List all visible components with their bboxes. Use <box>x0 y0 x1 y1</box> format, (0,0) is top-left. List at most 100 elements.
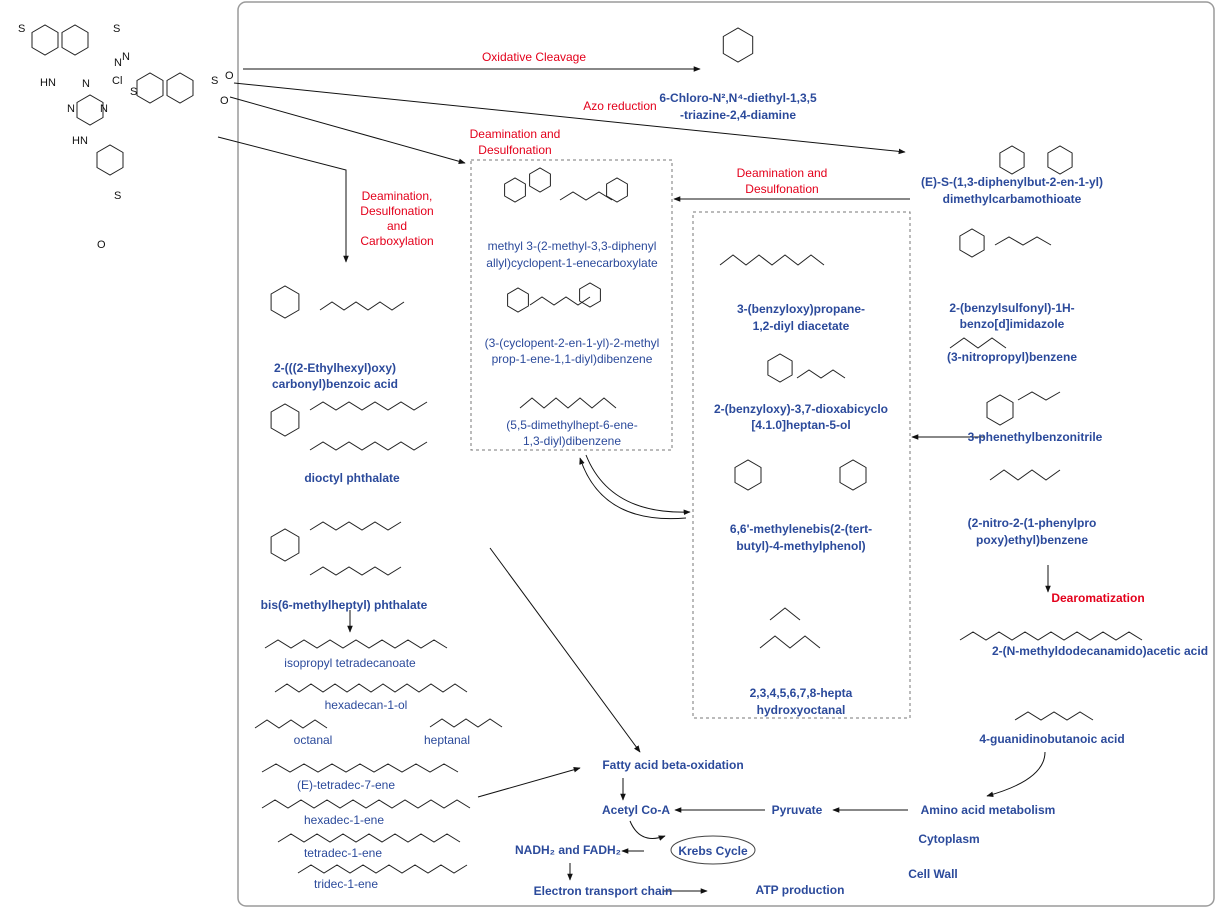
box2-compound-3a: 6,6'-methylenebis(2-(tert- <box>730 522 872 536</box>
arrow-acetyl-to-krebs <box>629 820 666 841</box>
product-tetradec-1-ene: tetradec-1-ene <box>304 846 382 860</box>
chemical-structures <box>31 24 1143 874</box>
label-deam-desulf-1a: Deamination and <box>470 127 561 141</box>
product-heptanal: heptanal <box>424 733 470 747</box>
ring-bond <box>270 528 300 562</box>
compound-dodecanamido: 2-(N-methyldodecanamido)acetic acid <box>992 644 1208 658</box>
chain-bond <box>519 397 617 409</box>
ring-bond <box>579 282 601 308</box>
compound-ethylhexyl-1: 2-(((2-Ethylhexyl)oxy) <box>274 361 396 375</box>
label-carbox-d: Carboxylation <box>360 234 433 248</box>
pathway-pyruvate: Pyruvate <box>772 803 823 817</box>
box2-compound-4b: hydroxyoctanal <box>757 703 846 717</box>
arrow-azo-reduction <box>233 82 906 155</box>
box2-compound-3b: butyl)-4-methylphenol) <box>736 539 865 553</box>
label-azo-reduction: Azo reduction <box>583 99 656 113</box>
equilibrium-arrow-bottom <box>579 457 687 520</box>
label-oxidative-cleavage: Oxidative Cleavage <box>482 50 586 64</box>
compound-ethylhexyl-2: carbonyl)benzoic acid <box>272 377 398 391</box>
product-hexadec-1-ene: hexadec-1-ene <box>304 813 384 827</box>
pathway-frame <box>237 1 1215 907</box>
box2-compound-1a: 3-(benzyloxy)propane- <box>737 302 865 316</box>
box2-compound-2b: [4.1.0]heptan-5-ol <box>751 418 850 432</box>
box-intermediates-1 <box>470 159 673 451</box>
atom: S <box>211 75 218 87</box>
arrow-to-fatty-acid-1 <box>489 547 641 753</box>
chain-bond <box>277 833 461 843</box>
ring-bond <box>767 353 793 383</box>
ring-bond <box>529 167 551 193</box>
chain-bond <box>949 337 1007 349</box>
compound-benzimidazole-1: 2-(benzylsulfonyl)-1H- <box>949 301 1074 315</box>
ring-bond <box>76 94 104 126</box>
chain-bond <box>261 799 471 809</box>
chain-bond <box>429 718 503 728</box>
atom: O <box>220 95 229 107</box>
chain-bond <box>1017 391 1061 401</box>
compound-carbamothioate-2: dimethylcarbamothioate <box>943 192 1082 206</box>
atom: S <box>18 23 25 35</box>
atom: HN <box>40 77 56 89</box>
compound-dioctyl: dioctyl phthalate <box>304 471 400 485</box>
chain-bond <box>319 301 405 311</box>
compound-nitropropyl: (3-nitropropyl)benzene <box>947 350 1077 364</box>
compound-carbamothioate-1: (E)-S-(1,3-diphenylbut-2-en-1-yl) <box>921 175 1103 189</box>
pathway-nadh-fadh: NADH₂ and FADH₂ <box>515 843 621 857</box>
pathway-atp: ATP production <box>756 883 845 897</box>
arrow-to-fatty-acid-2 <box>477 767 581 798</box>
atom: N <box>122 51 130 63</box>
compound-bis-methylheptyl: bis(6-methylheptyl) phthalate <box>261 598 428 612</box>
label-deam-desulf-2a: Deamination and <box>737 166 828 180</box>
chain-bond <box>254 719 328 729</box>
pathway-krebs: Krebs Cycle <box>678 844 748 858</box>
ring-bond <box>166 72 194 104</box>
label-dearomatization: Dearomatization <box>1051 591 1144 605</box>
chain-bond <box>989 469 1061 481</box>
atom: O <box>97 239 106 251</box>
box1-compound-1a: methyl 3-(2-methyl-3,3-diphenyl <box>488 239 657 253</box>
atom: N <box>82 78 90 90</box>
ring-bond <box>839 459 867 491</box>
label-carbox-c: and <box>387 219 407 233</box>
chain-bond <box>769 607 801 621</box>
ring-bond <box>722 27 754 63</box>
chain-bond <box>759 635 821 649</box>
product-tridec-1-ene: tridec-1-ene <box>314 877 378 891</box>
chain-bond <box>261 763 459 773</box>
box-intermediates-2 <box>692 211 911 719</box>
ring-bond <box>136 72 164 104</box>
atom: Cl <box>112 75 122 87</box>
box1-compound-1b: allyl)cyclopent-1-enecarboxylate <box>486 256 658 270</box>
product-isopropyl-tetradecanoate: isopropyl tetradecanoate <box>284 656 416 670</box>
compound-benzimidazole-2: benzo[d]imidazole <box>960 317 1065 331</box>
ring-bond <box>959 228 985 258</box>
atom: HN <box>72 135 88 147</box>
chain-bond <box>719 254 825 266</box>
box2-compound-2a: 2-(benzyloxy)-3,7-dioxabicyclo <box>714 402 888 416</box>
ring-bond <box>507 287 529 313</box>
chain-bond <box>297 864 468 874</box>
ring-bond <box>270 403 300 437</box>
ring-bond <box>999 145 1025 175</box>
box2-compound-1b: 1,2-diyl diacetate <box>753 319 850 333</box>
ring-bond <box>734 459 762 491</box>
label-carbox-b: Desulfonation <box>360 204 433 218</box>
chain-bond <box>274 683 468 693</box>
compound-triazine-2: -triazine-2,4-diamine <box>680 108 796 122</box>
box1-compound-3a: (5,5-dimethylhept-6-ene- <box>506 418 637 432</box>
pathway-cytoplasm: Cytoplasm <box>918 832 979 846</box>
chain-bond <box>529 296 591 306</box>
label-deam-desulf-1b: Desulfonation <box>478 143 551 157</box>
compound-guanidino: 4-guanidinobutanoic acid <box>979 732 1124 746</box>
chain-bond <box>559 191 613 201</box>
compound-nitro-phenylpropoxy-1: (2-nitro-2-(1-phenylpro <box>968 516 1097 530</box>
ring-bond <box>96 144 124 176</box>
label-carbox-a: Deamination, <box>362 189 433 203</box>
chain-bond <box>264 639 448 649</box>
chain-bond <box>309 566 402 576</box>
atom: N <box>100 103 108 115</box>
atom: S <box>113 23 120 35</box>
product-tetradec-7-ene: (E)-tetradec-7-ene <box>297 778 395 792</box>
atom: N <box>67 103 75 115</box>
